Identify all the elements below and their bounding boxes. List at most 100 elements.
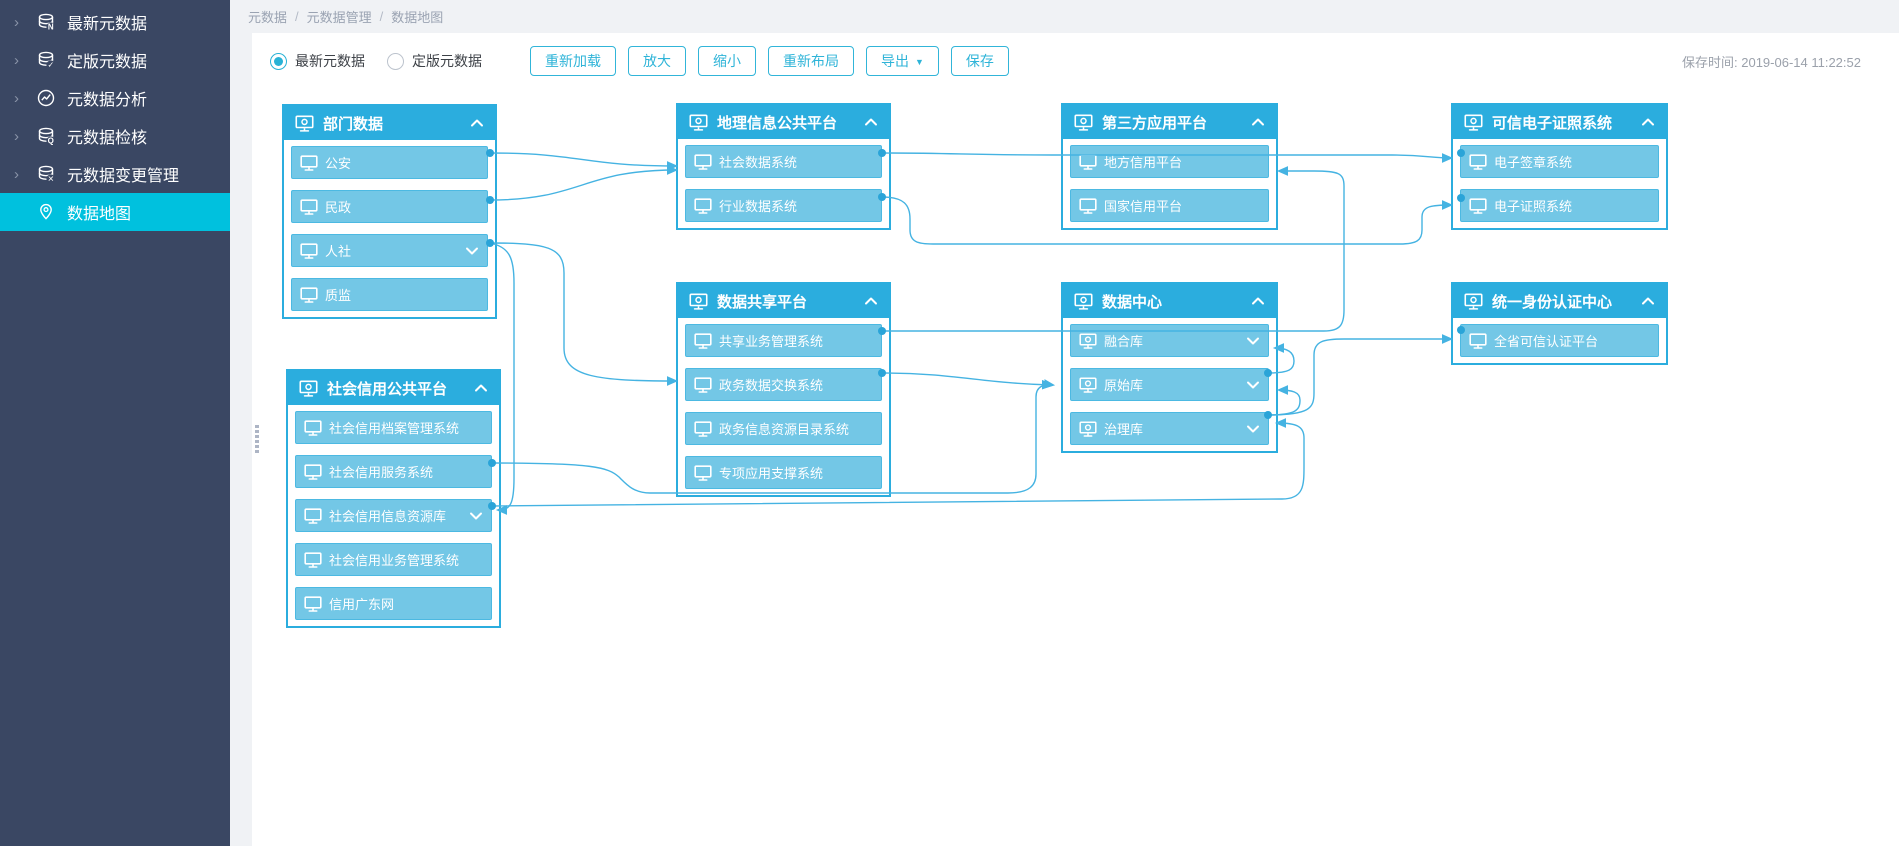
node-item-label: 共享业务管理系统 — [719, 334, 824, 349]
expand-arrow-icon[interactable]: › — [14, 127, 19, 145]
node-item[interactable]: 社会信用信息资源库 — [295, 499, 492, 532]
sidebar-item-metadata-inspect[interactable]: › Q 元数据检核 — [0, 117, 230, 155]
radio-latest-metadata[interactable]: 最新元数据 — [270, 51, 365, 71]
node-item-label: 信用广东网 — [329, 597, 395, 612]
node-header[interactable]: 社会信用公共平台 — [288, 371, 499, 405]
chevron-down-icon[interactable] — [465, 247, 479, 255]
expand-arrow-icon[interactable]: › — [14, 89, 19, 107]
node-item[interactable]: 社会信用档案管理系统 — [295, 411, 492, 444]
sidebar-item-label: 元数据分析 — [67, 92, 148, 109]
node-item-label: 政务数据交换系统 — [719, 378, 824, 393]
breadcrumb-item[interactable]: 元数据 — [248, 10, 288, 25]
export-button[interactable]: 导出▼ — [866, 46, 939, 76]
node-item[interactable]: 治理库 — [1070, 412, 1269, 445]
node-item[interactable]: 行业数据系统 — [685, 189, 882, 222]
chevron-down-icon[interactable] — [1246, 381, 1260, 389]
node-item[interactable]: 社会信用业务管理系统 — [295, 543, 492, 576]
zoom-out-button[interactable]: 缩小 — [698, 46, 756, 76]
node-item-label: 专项应用支撑系统 — [719, 466, 824, 481]
save-button[interactable]: 保存 — [950, 46, 1009, 76]
expand-arrow-icon[interactable]: › — [14, 51, 19, 69]
sidebar-item-label: 元数据检核 — [67, 130, 148, 147]
chevron-up-icon[interactable] — [864, 297, 878, 305]
node-header[interactable]: 地理信息公共平台 — [678, 105, 889, 139]
chevron-up-icon[interactable] — [470, 119, 484, 127]
monitor-icon — [694, 198, 712, 214]
node-header[interactable]: 数据中心 — [1063, 284, 1276, 318]
node-item[interactable]: 政务信息资源目录系统 — [685, 412, 882, 445]
node-item[interactable]: 社会数据系统 — [685, 145, 882, 178]
svg-text:Q: Q — [48, 137, 54, 146]
node-item[interactable]: 专项应用支撑系统 — [685, 456, 882, 489]
chevron-up-icon[interactable] — [474, 384, 488, 392]
node-item[interactable]: 政务数据交换系统 — [685, 368, 882, 401]
radio-unselected-icon[interactable] — [387, 52, 404, 70]
node-item[interactable]: 信用广东网 — [295, 587, 492, 620]
sidebar-item-fixed-metadata[interactable]: › ✓ 定版元数据 — [0, 41, 230, 79]
node-item-label: 质监 — [325, 288, 352, 303]
node-header[interactable]: 部门数据 — [284, 106, 495, 140]
chevron-down-icon[interactable] — [1246, 337, 1260, 345]
monitor-gear-icon — [1464, 114, 1483, 131]
sidebar-item-label: 最新元数据 — [67, 16, 148, 33]
node-item[interactable]: 融合库 — [1070, 324, 1269, 357]
monitor-icon — [304, 508, 322, 524]
sidebar-item-label: 定版元数据 — [67, 54, 148, 71]
radio-label: 定版元数据 — [412, 53, 482, 69]
monitor-icon — [304, 464, 322, 480]
node-item[interactable]: 社会信用服务系统 — [295, 455, 492, 488]
node-item-label: 国家信用平台 — [1104, 199, 1183, 214]
node-item[interactable]: 地方信用平台 — [1070, 145, 1269, 178]
chevron-up-icon[interactable] — [1641, 297, 1655, 305]
zoom-in-button[interactable]: 放大 — [628, 46, 686, 76]
expand-arrow-icon[interactable]: › — [14, 165, 19, 183]
save-time-text: 保存时间: 2019-06-14 11:22:52 — [1682, 54, 1861, 70]
sidebar-item-latest-metadata[interactable]: › N 最新元数据 — [0, 3, 230, 41]
monitor-gear-icon — [1079, 377, 1097, 393]
monitor-icon — [694, 377, 712, 393]
sidebar-item-metadata-analysis[interactable]: › 元数据分析 — [0, 79, 230, 117]
metadata-version-radio-group: 最新元数据 定版元数据 — [270, 51, 504, 71]
chevron-up-icon[interactable] — [1251, 118, 1265, 126]
monitor-gear-icon — [689, 293, 708, 310]
node-header[interactable]: 统一身份认证中心 — [1453, 284, 1666, 318]
node-item[interactable]: 国家信用平台 — [1070, 189, 1269, 222]
sidebar-item-data-map[interactable]: › 数据地图 — [0, 193, 230, 231]
chevron-down-icon[interactable] — [469, 512, 483, 520]
edge-minzheng-to-shehuishuju — [489, 165, 679, 201]
breadcrumb-item-current: 数据地图 — [391, 10, 444, 25]
node-item[interactable]: 质监 — [291, 278, 488, 311]
database-approved-icon: ✓ — [36, 50, 56, 70]
node-item[interactable]: 电子签章系统 — [1460, 145, 1659, 178]
node-item[interactable]: 共享业务管理系统 — [685, 324, 882, 357]
node-header[interactable]: 第三方应用平台 — [1063, 105, 1276, 139]
node-title: 可信电子证照系统 — [1492, 114, 1613, 132]
chevron-up-icon[interactable] — [1251, 297, 1265, 305]
radio-fixed-metadata[interactable]: 定版元数据 — [387, 51, 482, 71]
reload-button[interactable]: 重新加载 — [530, 46, 616, 76]
monitor-icon — [1079, 154, 1097, 170]
node-item[interactable]: 电子证照系统 — [1460, 189, 1659, 222]
radio-selected-icon[interactable] — [270, 52, 287, 70]
node-header[interactable]: 数据共享平台 — [678, 284, 889, 318]
node-geo-info-platform: 地理信息公共平台 社会数据系统 行业数据系统 — [676, 103, 891, 230]
node-header[interactable]: 可信电子证照系统 — [1453, 105, 1666, 139]
monitor-gear-icon — [1074, 114, 1093, 131]
node-item-label: 全省可信认证平台 — [1494, 334, 1599, 349]
sidebar-resize-grip[interactable] — [255, 425, 260, 455]
chevron-up-icon[interactable] — [1641, 118, 1655, 126]
node-item[interactable]: 全省可信认证平台 — [1460, 324, 1659, 357]
chevron-down-icon[interactable] — [1246, 425, 1260, 433]
breadcrumb-item[interactable]: 元数据管理 — [306, 10, 372, 25]
sidebar-item-metadata-change[interactable]: › ✕ 元数据变更管理 — [0, 155, 230, 193]
expand-arrow-icon[interactable]: › — [14, 13, 19, 31]
node-item[interactable]: 民政 — [291, 190, 488, 223]
node-item[interactable]: 人社 — [291, 234, 488, 267]
chevron-up-icon[interactable] — [864, 118, 878, 126]
node-item[interactable]: 原始库 — [1070, 368, 1269, 401]
database-inspect-icon: Q — [36, 126, 56, 146]
monitor-icon — [1469, 154, 1487, 170]
node-item-label: 社会信用服务系统 — [329, 465, 434, 480]
relayout-button[interactable]: 重新布局 — [768, 46, 854, 76]
node-item[interactable]: 公安 — [291, 146, 488, 179]
